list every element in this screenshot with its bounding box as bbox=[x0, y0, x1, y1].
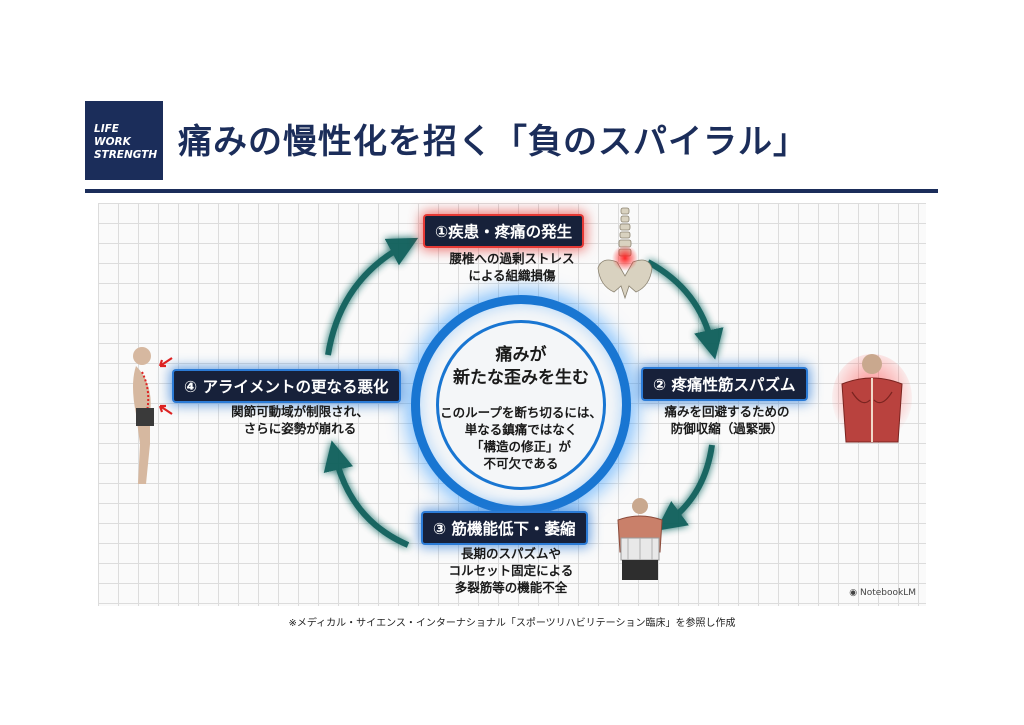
center-message: このループを断ち切るには、 単なる鎮痛ではなく 「構造の修正」が 不可欠である bbox=[420, 404, 622, 472]
node-3-desc-line-3: 多裂筋等の機能不全 bbox=[454, 580, 568, 595]
notebooklm-icon: ◉ bbox=[849, 588, 860, 598]
arrow-4-to-1 bbox=[325, 237, 419, 356]
brand-logo: LIFE WORK STRENGTH bbox=[85, 101, 163, 180]
spine-pelvis-illustration bbox=[597, 207, 653, 300]
center-ring: 痛みが 新たな歪みを生む このループを断ち切るには、 単なる鎮痛ではなく 「構造… bbox=[411, 295, 631, 515]
node-4-label: ④ アライメントの更なる悪化 bbox=[174, 371, 399, 401]
center-text-line-2: 単なる鎮痛ではなく bbox=[464, 422, 578, 437]
node-3-label: ③ 筋機能低下・萎縮 bbox=[423, 513, 586, 543]
node-2-label: ② 疼痛性筋スパズム bbox=[643, 369, 806, 399]
corset-back-illustration bbox=[617, 498, 663, 580]
watermark-text: NotebookLM bbox=[859, 588, 916, 598]
center-title-line-1: 痛みが bbox=[495, 345, 547, 365]
node-2-description: 痛みを回避するための 防御収縮（過緊張） bbox=[652, 403, 802, 437]
node-1-desc-line-2: による組織損傷 bbox=[468, 268, 556, 283]
node-1-desc-line-1: 腰椎への過剰ストレス bbox=[449, 251, 575, 266]
node-2-desc-line-1: 痛みを回避するための bbox=[664, 404, 790, 419]
center-title-line-2: 新たな歪みを生む bbox=[453, 368, 589, 388]
back-muscles-illustration bbox=[832, 354, 912, 443]
logo-line-2: WORK bbox=[94, 136, 131, 148]
node-3-desc-line-2: コルセット固定による bbox=[448, 563, 574, 578]
header-divider bbox=[85, 189, 938, 193]
page-title: 痛みの慢性化を招く「負のスパイラル」 bbox=[178, 122, 808, 162]
logo-line-3: STRENGTH bbox=[94, 149, 158, 161]
center-text-line-4: 不可欠である bbox=[483, 456, 559, 471]
node-4-desc-line-2: さらに姿勢が崩れる bbox=[243, 421, 357, 436]
arrow-1-to-2 bbox=[646, 259, 724, 360]
node-1-label: ①疾患・疼痛の発生 bbox=[425, 216, 583, 246]
node-4-desc-line-1: 関節可動域が制限され、 bbox=[231, 404, 369, 419]
node-1-description: 腰椎への過剰ストレス による組織損傷 bbox=[437, 250, 587, 284]
arrow-2-to-3 bbox=[655, 444, 715, 531]
center-text-line-3: 「構造の修正」が bbox=[470, 439, 571, 454]
source-footnote: ※メディカル・サイエンス・インターナショナル「スポーツリハビリテーション臨床」を… bbox=[288, 618, 736, 629]
center-title: 痛みが 新たな歪みを生む bbox=[420, 344, 622, 390]
arrow-3-to-4 bbox=[323, 440, 410, 548]
node-3-description: 長期のスパズムや コルセット固定による 多裂筋等の機能不全 bbox=[436, 545, 586, 596]
node-4-description: 関節可動域が制限され、 さらに姿勢が崩れる bbox=[215, 403, 385, 437]
node-2-desc-line-2: 防御収縮（過緊張） bbox=[670, 421, 784, 436]
center-text-line-1: このループを断ち切るには、 bbox=[440, 405, 602, 420]
posture-side-illustration bbox=[133, 347, 173, 484]
logo-line-1: LIFE bbox=[94, 123, 119, 135]
center-inner-ring bbox=[436, 320, 606, 490]
node-3-desc-line-1: 長期のスパズムや bbox=[460, 546, 561, 561]
notebooklm-watermark: ◉ NotebookLM bbox=[849, 588, 916, 598]
